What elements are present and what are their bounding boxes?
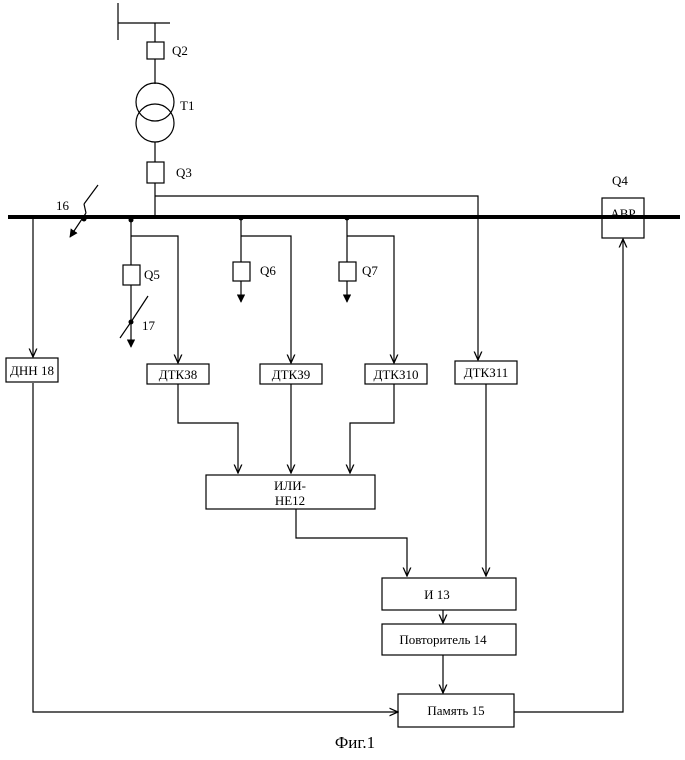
wire-memory-to-avr	[514, 239, 623, 712]
dtkz11-label: ДТКЗ11	[464, 365, 509, 380]
wire-q6-to-dtkz9	[241, 236, 291, 363]
ili-ne-label-line1: ИЛИ-	[274, 478, 306, 493]
wire-q5-to-dtkz8	[131, 236, 178, 363]
breaker-q6	[233, 262, 250, 281]
breaker-q5	[123, 265, 140, 285]
figure-caption: Фиг.1	[335, 733, 375, 752]
wire-ili-to-i13	[296, 509, 407, 576]
label-fault-17: 17	[142, 318, 156, 333]
dtkz10-label: ДТКЗ10	[374, 367, 419, 382]
wire-dtkz10-to-ili	[350, 384, 394, 473]
label-q3: Q3	[176, 165, 192, 180]
wire-dtkz8-to-ili	[178, 384, 238, 473]
label-q5: Q5	[144, 267, 160, 282]
supply-line	[118, 3, 170, 42]
transformer-t1	[136, 83, 174, 162]
dtkz8-label: ДТКЗ8	[159, 367, 198, 382]
fault-16-symbol	[70, 185, 98, 237]
label-t1: T1	[180, 98, 194, 113]
dnn-label: ДНН 18	[10, 363, 54, 378]
i13-label: И 13	[424, 587, 450, 602]
label-fault-16: 16	[56, 198, 70, 213]
ili-ne-label-line2: НЕ12	[275, 493, 305, 508]
label-q7: Q7	[362, 263, 378, 278]
label-q4: Q4	[612, 173, 628, 188]
wire-dnn-to-memory	[33, 383, 398, 712]
breaker-q7	[339, 262, 356, 281]
memory-label: Память 15	[427, 703, 484, 718]
wire-q7-to-dtkz10	[347, 236, 394, 363]
label-q2: Q2	[172, 43, 188, 58]
breaker-q3	[147, 162, 164, 216]
breaker-q2	[147, 42, 164, 84]
label-q6: Q6	[260, 263, 276, 278]
avr-label: АВР	[610, 206, 635, 221]
wire-q3-to-dtkz11	[155, 196, 478, 360]
dtkz9-label: ДТКЗ9	[272, 367, 311, 382]
repeater-label: Повторитель 14	[399, 632, 487, 647]
